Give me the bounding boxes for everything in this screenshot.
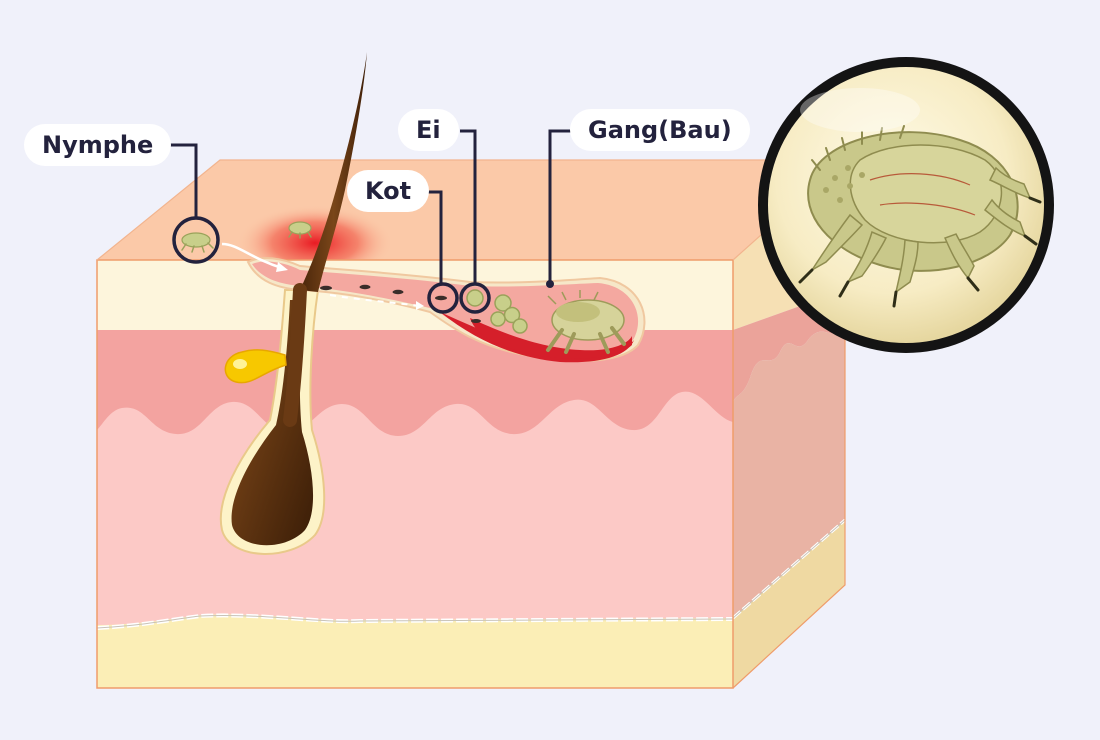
feces-highlight-circle [427, 282, 459, 314]
feces-dot [359, 284, 371, 290]
label-nymphe: Nymphe [24, 124, 172, 166]
magnifier-icon [758, 57, 1054, 353]
gang-leader-line [548, 129, 572, 284]
feces-dot [320, 285, 332, 291]
feces-dot [435, 295, 447, 301]
ei-leader-line [460, 129, 477, 284]
nymph-mite-icon [181, 232, 214, 253]
label-kot: Kot [347, 170, 430, 212]
label-gang: Gang(Bau) [570, 109, 750, 151]
egg-icon [466, 289, 528, 334]
feces-dot [392, 289, 404, 295]
nymphe-leader-line [160, 143, 198, 218]
label-ei: Ei [398, 109, 459, 151]
sebaceous-drop-icon [224, 349, 287, 384]
mite-icon [288, 221, 312, 239]
feces-dot [471, 319, 481, 323]
burrow [221, 242, 646, 363]
mite-icon [546, 290, 626, 354]
